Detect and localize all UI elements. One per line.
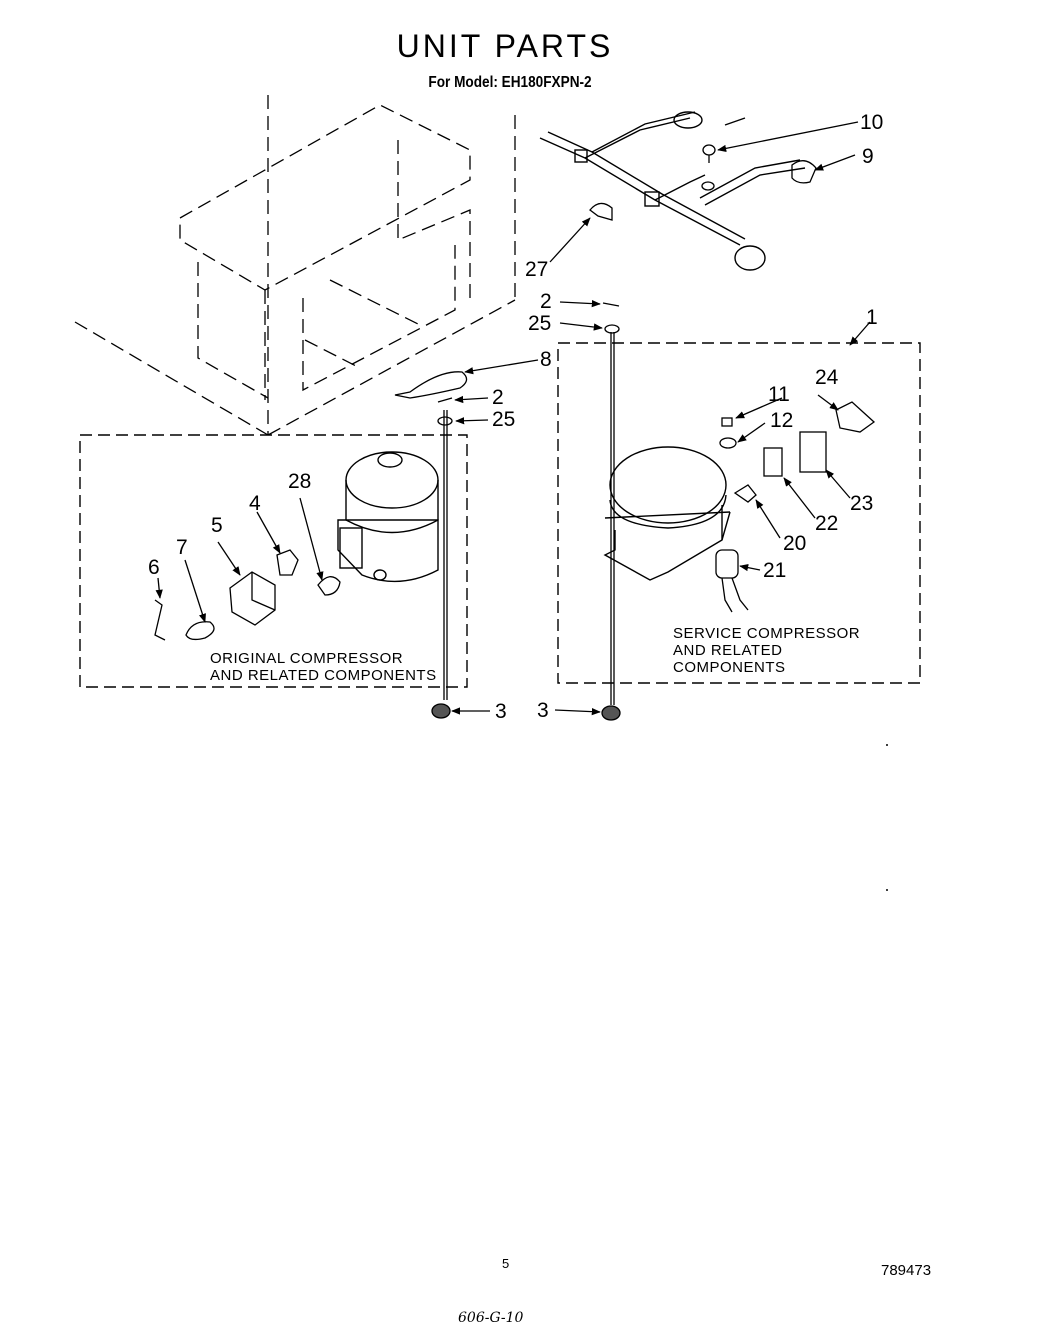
callout-21: 21	[763, 559, 786, 582]
service-group-line3: COMPONENTS	[673, 659, 786, 676]
callout-12: 12	[770, 409, 793, 432]
callout-28: 28	[288, 470, 311, 493]
callout-3-service: 3	[537, 699, 549, 722]
wire-icon	[154, 576, 341, 641]
callout-10: 10	[860, 111, 883, 134]
callout-24: 24	[815, 366, 839, 389]
model-subtitle: For Model: EH180FXPN-2	[428, 74, 592, 91]
mount-bolts	[431, 302, 621, 721]
service-compressor-icon	[603, 446, 731, 581]
callout-25-service: 25	[528, 312, 551, 335]
original-compressor-icon	[337, 451, 439, 583]
callout-6: 6	[148, 556, 160, 579]
wiring-harness	[539, 111, 806, 271]
handwritten-note: 606-G-10	[458, 1310, 524, 1326]
service-group-line2: AND RELATED	[673, 642, 782, 659]
callout-9: 9	[862, 145, 874, 168]
callout-22: 22	[815, 512, 838, 535]
page-number: 5	[502, 1256, 510, 1271]
document-number: 789473	[881, 1262, 932, 1279]
original-group-line2: AND RELATED COMPONENTS	[210, 667, 437, 684]
callout-2-original: 2	[492, 386, 504, 409]
callout-27: 27	[525, 258, 548, 281]
callout-5: 5	[211, 514, 223, 537]
capacitor-icon	[715, 549, 749, 613]
service-group-line1: SERVICE COMPRESSOR	[673, 625, 860, 642]
callout-4: 4	[249, 492, 261, 515]
callout-8: 8	[540, 348, 552, 371]
original-compressor-group	[79, 434, 468, 688]
callout-3-original: 3	[495, 700, 507, 723]
plug-icon	[791, 160, 817, 184]
callout-23: 23	[850, 492, 873, 515]
scan-speck	[886, 889, 888, 891]
original-group-line1: ORIGINAL COMPRESSOR	[210, 650, 403, 667]
leader-arrows	[155, 121, 871, 716]
overload-icon	[276, 549, 299, 576]
callout-7: 7	[176, 536, 188, 559]
cabinet-outline	[74, 95, 516, 436]
callout-1: 1	[866, 306, 878, 329]
service-compressor-group	[557, 342, 921, 684]
clip-icon	[589, 202, 613, 221]
dryer-icon	[394, 371, 468, 399]
screw-icon	[701, 144, 716, 191]
callout-11: 11	[768, 383, 790, 406]
callout-2-service: 2	[540, 290, 552, 313]
callout-20: 20	[783, 532, 806, 555]
callout-25-original: 25	[492, 408, 515, 431]
page-title: UNIT PARTS	[396, 28, 614, 64]
relay-icon	[229, 571, 276, 626]
scan-speck	[886, 744, 888, 746]
small-parts-icons	[719, 401, 876, 503]
